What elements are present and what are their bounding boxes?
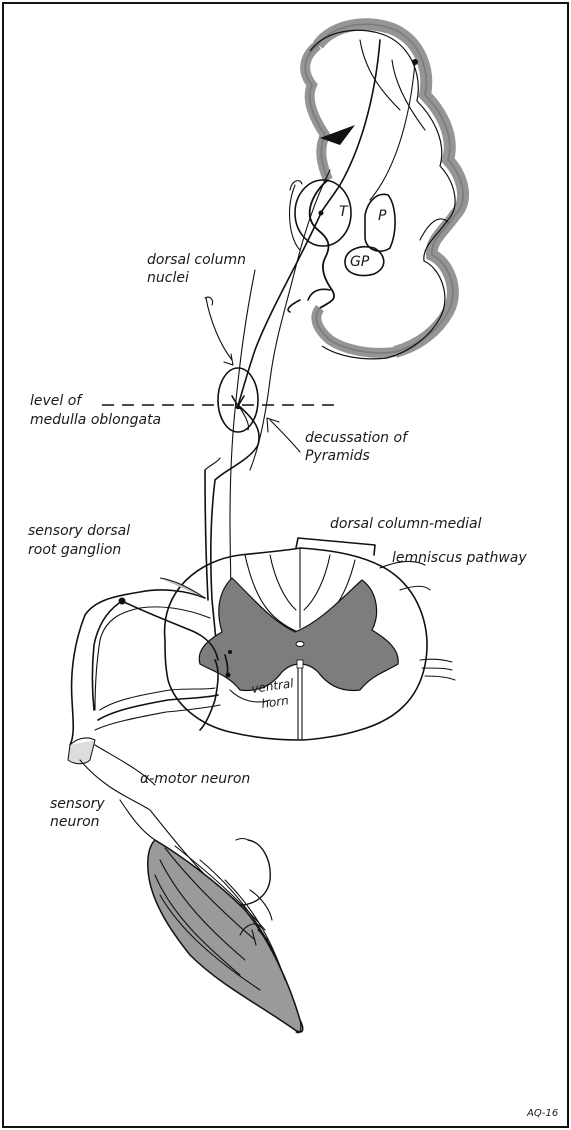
spinal-cord — [165, 548, 455, 740]
label-sensory-drg-1: sensory dorsal — [28, 523, 130, 539]
label-pathway-2: lemniscus pathway — [392, 550, 527, 566]
label-alpha-motor: α-motor neuron — [140, 771, 250, 787]
label-decussation-1: decussation of — [305, 430, 409, 446]
arrows — [205, 297, 300, 452]
label-level-1: level of — [30, 393, 83, 409]
label-sensory-neuron-2: neuron — [50, 814, 100, 830]
label-ventral-horn-2: horn — [260, 693, 289, 711]
label-level-2: medulla oblongata — [30, 412, 161, 428]
cerebral-cortex — [305, 24, 463, 359]
putamen: P — [365, 194, 395, 251]
label-dorsal-column-nuclei-1: dorsal column — [147, 252, 246, 268]
artist-signature: AQ-16 — [526, 1108, 558, 1119]
label-sensory-drg-2: root ganglion — [28, 542, 121, 558]
annotation-labels: dorsal column nuclei level of medulla ob… — [28, 252, 558, 1119]
label-pathway-1: dorsal column-medial — [330, 516, 482, 532]
label-decussation-2: Pyramids — [305, 448, 370, 464]
globus-pallidus: GP — [345, 247, 384, 276]
label-sensory-neuron-1: sensory — [50, 796, 105, 812]
thalamus: T — [295, 180, 351, 246]
putamen-label: P — [378, 208, 387, 224]
dorsal-root-and-nerve — [68, 578, 232, 880]
label-dorsal-column-nuclei-2: nuclei — [147, 270, 189, 286]
globus-pallidus-label: GP — [350, 254, 370, 270]
thalamus-label: T — [339, 204, 349, 220]
muscle — [120, 800, 303, 1033]
